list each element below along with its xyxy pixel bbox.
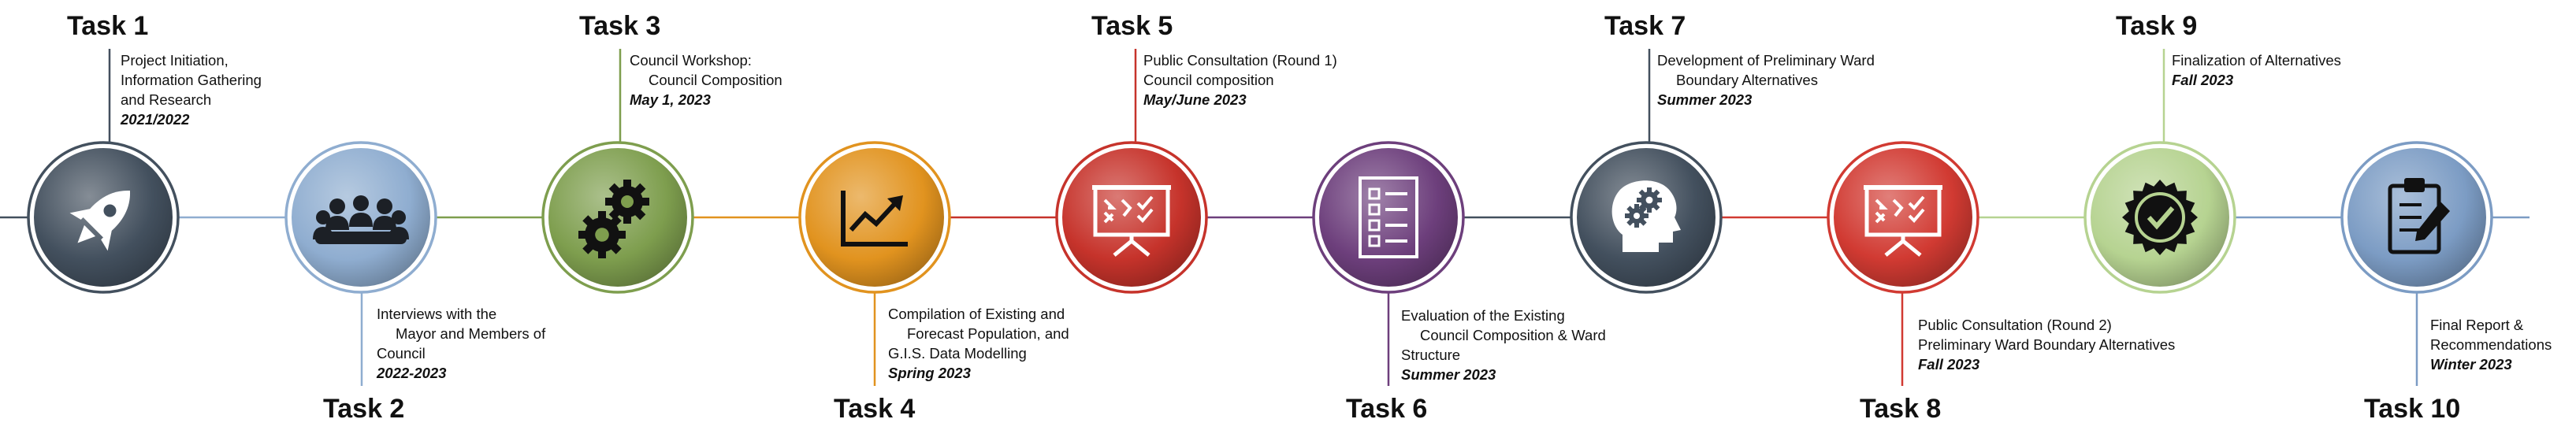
task-date: Winter 2023 <box>2430 356 2512 373</box>
task-date: Fall 2023 <box>2172 72 2234 88</box>
task-title-1: Task 1 <box>67 11 149 41</box>
task-node-9 <box>2083 141 2236 294</box>
task-node-1 <box>27 141 180 294</box>
growth-chart-icon <box>841 191 908 247</box>
task-description-1: Project Initiation, Information Gathering… <box>121 50 262 129</box>
description-line: Council <box>377 345 426 362</box>
task-node-7 <box>1570 141 1723 294</box>
task-description-5: Public Consultation (Round 1) Council com… <box>1143 50 1337 109</box>
gears-icon <box>578 180 649 258</box>
description-line: Evaluation of the Existing <box>1401 307 1565 324</box>
clipboard-edit-icon <box>2388 178 2450 254</box>
task-title-6: Task 6 <box>1346 394 1428 424</box>
node-disk <box>805 148 944 287</box>
checklist-icon <box>1359 176 1418 258</box>
description-line: Project Initiation, <box>121 52 229 69</box>
task-date: Summer 2023 <box>1401 366 1496 383</box>
description-line: Preliminary Ward Boundary Alternatives <box>1918 336 2176 353</box>
task-date: Fall 2023 <box>1918 356 1980 373</box>
description-line: Boundary Alternatives <box>1676 72 1818 88</box>
task-node-8 <box>1827 141 1979 294</box>
task-description-8: Public Consultation (Round 2) Preliminary… <box>1918 315 2175 374</box>
task-node-3 <box>541 141 694 294</box>
description-line: Public Consultation (Round 1) <box>1143 52 1337 69</box>
description-line: Council Workshop: <box>630 52 752 69</box>
description-line: Information Gathering <box>121 72 262 88</box>
task-title-4: Task 4 <box>834 394 916 424</box>
task-date: Summer 2023 <box>1657 91 1753 108</box>
head-gears-icon <box>1611 180 1681 252</box>
task-title-2: Task 2 <box>323 394 405 424</box>
task-title-5: Task 5 <box>1091 11 1173 41</box>
description-line: Finalization of Alternatives <box>2172 52 2341 69</box>
task-node-6 <box>1312 141 1465 294</box>
description-line: G.I.S. Data Modelling <box>888 345 1027 362</box>
check-badge-icon <box>2122 180 2198 255</box>
rocket-icon <box>69 191 130 251</box>
task-node-5 <box>1055 141 1208 294</box>
node-disk <box>1062 148 1201 287</box>
task-date: Spring 2023 <box>888 365 971 381</box>
task-date: 2022-2023 <box>377 365 447 381</box>
description-line: Forecast Population, and <box>907 325 1069 342</box>
description-line: Development of Preliminary Ward <box>1657 52 1875 69</box>
description-line: and Research <box>121 91 212 108</box>
description-line: Recommendations <box>2430 336 2552 353</box>
presentation-board-icon <box>1864 185 1942 257</box>
node-disk <box>1834 148 1972 287</box>
task-node-2 <box>284 141 437 294</box>
task-date: May 1, 2023 <box>630 91 711 108</box>
task-date: 2021/2022 <box>121 111 190 128</box>
description-line: Structure <box>1401 347 1461 363</box>
task-date: May/June 2023 <box>1143 91 1247 108</box>
description-line: Council Composition & Ward <box>1420 327 1606 343</box>
task-node-4 <box>798 141 951 294</box>
description-line: Mayor and Members of <box>396 325 546 342</box>
description-line: Final Report & <box>2430 317 2524 333</box>
task-title-8: Task 8 <box>1860 394 1942 424</box>
node-disk <box>1319 148 1458 287</box>
task-title-7: Task 7 <box>1604 11 1686 41</box>
description-line: Compilation of Existing and <box>888 306 1065 322</box>
task-node-10 <box>2340 141 2493 294</box>
presentation-board-icon <box>1092 185 1171 257</box>
description-line: Public Consultation (Round 2) <box>1918 317 2112 333</box>
task-title-3: Task 3 <box>579 11 661 41</box>
description-line: Council composition <box>1143 72 1274 88</box>
task-title-9: Task 9 <box>2116 11 2198 41</box>
task-title-10: Task 10 <box>2364 394 2461 424</box>
description-line: Council Composition <box>649 72 782 88</box>
description-line: Interviews with the <box>377 306 497 322</box>
people-meeting-icon <box>313 195 409 244</box>
